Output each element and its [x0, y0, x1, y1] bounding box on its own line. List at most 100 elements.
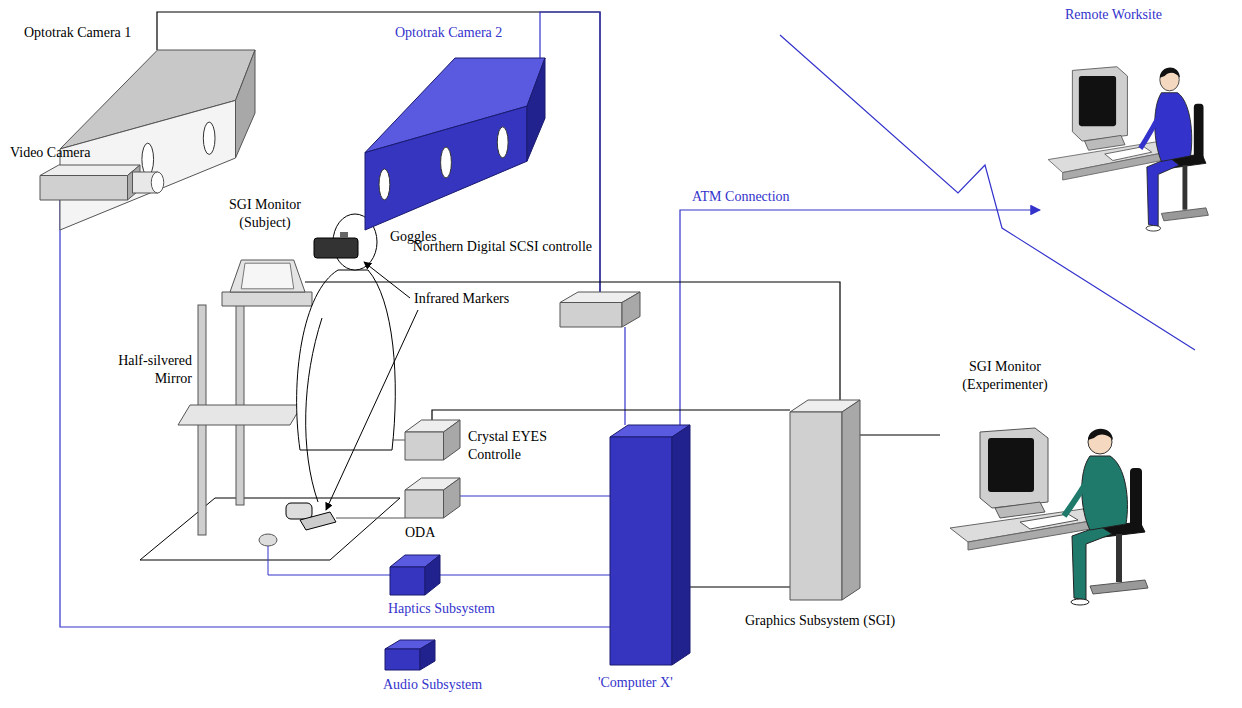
monitor-node: SGI Monitor (Subject): [230, 260, 305, 292]
box-front: [790, 412, 842, 600]
person-legs: [1147, 158, 1179, 227]
person-body: [1155, 93, 1192, 162]
monitor-stand: [1085, 135, 1125, 150]
connector: [305, 282, 840, 400]
person-hair: [1160, 67, 1180, 77]
chair-base: [1161, 208, 1208, 221]
box-front: [390, 567, 425, 595]
connector: [440, 574, 610, 575]
box-shape: [405, 478, 460, 518]
hand-device: [286, 503, 312, 519]
station-node: Remote Worksite: [1040, 50, 1210, 245]
station-shape: [940, 410, 1150, 620]
person-shoe: [1071, 599, 1089, 605]
hand-marker: [300, 512, 336, 530]
camera-lens: [441, 147, 452, 178]
camera-top: [40, 165, 140, 176]
box-side: [622, 292, 640, 327]
leader-line: [326, 310, 418, 510]
connector: [60, 200, 610, 627]
part-label: Infrared Markers: [414, 290, 544, 308]
monitor-screen: [1079, 76, 1116, 126]
monitor-screen: [988, 438, 1034, 492]
rig-base: [140, 498, 400, 560]
leader-line: [364, 262, 410, 298]
oda-wire: [336, 518, 405, 519]
goggles: [314, 238, 358, 258]
monitor-body: [230, 260, 305, 292]
box-node: Northern Digital SCSI controlle: [560, 292, 640, 327]
person-legs: [1072, 526, 1112, 600]
camera-end: [236, 50, 256, 158]
vcam-shape: [40, 165, 165, 200]
chair-post: [1182, 165, 1187, 210]
box-side: [420, 640, 435, 670]
keyboard: [1020, 514, 1078, 529]
box-front: [385, 649, 420, 670]
monitor-case: [980, 428, 1048, 508]
node-label: Northern Digital SCSI controlle: [412, 238, 592, 256]
box-shape: [390, 555, 440, 595]
camera-end: [527, 58, 545, 161]
connector: [680, 210, 1040, 425]
monitor-platform: [222, 292, 312, 306]
haptic-wire: [268, 546, 390, 575]
camera-lens: [497, 127, 508, 158]
monitor-stand: [995, 502, 1045, 518]
subject-arm: [306, 318, 322, 502]
box-node: Haptics Subsystem: [390, 555, 440, 595]
camera-lens: [142, 143, 154, 175]
box-node: 'Computer X': [610, 425, 690, 665]
box-shape: [790, 400, 860, 600]
monitor-case: [1072, 67, 1127, 141]
box-side: [444, 420, 461, 460]
connector: [460, 495, 610, 496]
vcam-node: Video Camera: [40, 165, 165, 200]
box-shape: [385, 640, 435, 670]
keyboard: [1105, 147, 1152, 161]
box-front: [405, 432, 444, 460]
camera-shape: [365, 58, 545, 230]
camera-shape: [60, 50, 255, 230]
box-side: [444, 478, 461, 518]
camera-lens: [379, 169, 390, 200]
person-arm: [1064, 470, 1094, 516]
connector: [690, 586, 790, 587]
box-shape: [560, 292, 640, 327]
node-label: 'Computer X': [598, 674, 718, 692]
node-label: Optotrak Camera 2: [395, 24, 535, 42]
box-side: [842, 400, 860, 600]
monitor-face: [241, 263, 294, 289]
node-label: Optotrak Camera 1: [24, 24, 164, 42]
camera-body: [40, 176, 128, 201]
box-front: [405, 490, 444, 518]
box-node: Graphics Subsystem (SGI): [790, 400, 860, 600]
box-node: Audio Subsystem: [385, 640, 435, 670]
box-front: [560, 303, 622, 328]
node-label: Graphics Subsystem (SGI): [745, 612, 945, 630]
node-label: Remote Worksite: [1065, 6, 1195, 24]
box-side: [672, 425, 690, 665]
part-label: Goggles: [390, 228, 470, 246]
connection-label: ATM Connection: [692, 188, 790, 206]
camera-node: Optotrak Camera 1: [60, 50, 255, 230]
workstation-figure: [950, 428, 1148, 605]
node-label: Crystal EYES Controlle: [468, 428, 568, 464]
camera-lens: [203, 122, 215, 154]
node-label: ODA: [405, 524, 465, 542]
box-shape: [405, 420, 460, 460]
connector: [860, 434, 940, 435]
box-shape: [610, 425, 690, 665]
person-hair: [1088, 429, 1113, 440]
node-label: SGI Monitor (Experimenter): [950, 358, 1060, 394]
person-shoe: [1146, 226, 1161, 232]
chair-back: [1130, 468, 1142, 530]
box-side: [425, 555, 440, 595]
person-arm: [1140, 106, 1164, 149]
workstation-figure: [1048, 67, 1208, 231]
station-shape: [1040, 50, 1210, 245]
camera-lens: [151, 172, 164, 193]
node-label: SGI Monitor (Subject): [215, 196, 315, 232]
